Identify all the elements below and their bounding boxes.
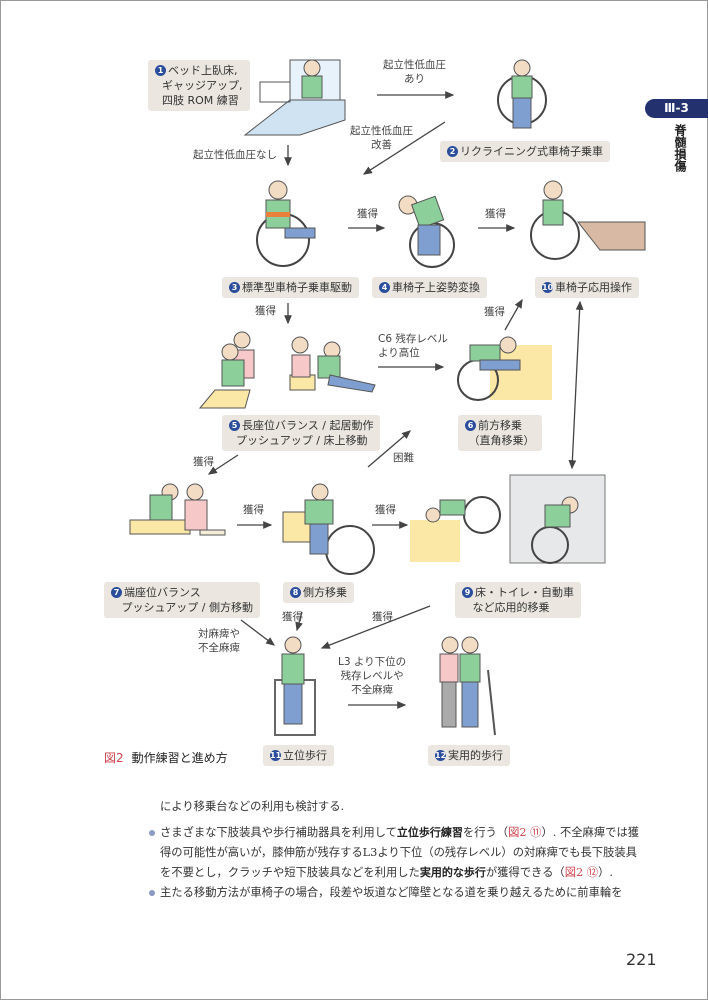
text: ）.	[598, 866, 613, 879]
step-text: 車椅子応用操作	[555, 281, 632, 294]
note-acquired: 獲得	[193, 456, 214, 468]
figure-ref[interactable]: 図2 ⑫	[564, 866, 599, 879]
step-text: 実用的歩行	[448, 749, 503, 762]
step-text: リクライニング式車椅子乗車	[460, 145, 603, 158]
note-paraplegia: 対麻痺や 不全麻痺	[198, 628, 240, 654]
text: を行う（	[462, 826, 509, 839]
note-hypotension-no: 起立性低血圧なし	[193, 149, 277, 161]
text: 主たる移動方法が車椅子の場合，段差や坂道など障壁となる道を乗り越えるために前車輪…	[160, 886, 623, 899]
note-acquired: 獲得	[375, 504, 396, 516]
text: さまざまな下肢装具や歩行補助器具を利用して	[160, 826, 397, 839]
bullet-paragraph: 主たる移動方法が車椅子の場合，段差や坂道など障壁となる道を乗り越えるために前車輪…	[148, 883, 648, 903]
step-number: 2	[447, 146, 458, 157]
bold-term: 立位歩行練習	[396, 826, 463, 839]
paragraph: により移乗台などの利用も検討する.	[148, 797, 648, 817]
note-acquired: 獲得	[243, 504, 264, 516]
step-number: 12	[435, 750, 447, 761]
page-number: 221	[626, 950, 657, 969]
step-text: ベッド上臥床, ギャッジアップ, 四肢 ROM 練習	[161, 64, 243, 107]
text: が獲得できる（	[485, 866, 565, 879]
step-text: 標準型車椅子乗車駆動	[242, 281, 352, 294]
arrow	[320, 605, 431, 649]
note-c6-level: C6 残存レベル より高位	[378, 333, 448, 359]
note-hypotension-yes: 起立性低血圧 あり	[383, 59, 446, 85]
text: ）. 不全麻痺では獲得の可能性が高いが，膝伸筋が残存するL3より下位（の残存レベ…	[160, 826, 640, 879]
figure-title: 動作練習と進め方	[131, 751, 228, 765]
note-acquired: 獲得	[282, 611, 303, 623]
arrow	[240, 619, 276, 646]
step-number: 1	[155, 65, 166, 76]
body-text: により移乗台などの利用も検討する. さまざまな下肢装具や歩行補助器具を利用して立…	[148, 797, 648, 903]
posture-change-illustration	[398, 195, 455, 268]
step-number: 8	[290, 587, 301, 598]
arrow	[362, 121, 446, 175]
section-tab: Ⅲ-3	[645, 99, 708, 118]
chapter-title: 脊髄損傷	[673, 124, 687, 172]
step-number: 11	[270, 750, 282, 761]
step-text: 長座位バランス / 起居動作 プッシュアップ / 床上移動	[235, 419, 374, 447]
step-number: 6	[465, 420, 476, 431]
bullet-paragraph: さまざまな下肢装具や歩行補助器具を利用して立位歩行練習を行う（図2 ⑪）. 不全…	[148, 823, 648, 883]
note-difficult: 困難	[393, 452, 414, 464]
forward-transfer-illustration	[457, 336, 552, 401]
applied-transfer-illustration	[410, 474, 606, 564]
note-acquired: 獲得	[484, 306, 505, 318]
note-acquired: 獲得	[372, 611, 393, 623]
edge-sitting-illustration	[129, 483, 226, 536]
figure-number: 図2	[104, 751, 124, 765]
reclining-wheelchair-illustration	[497, 59, 547, 129]
long-sitting-illustration	[198, 331, 376, 409]
step-number: 9	[462, 587, 473, 598]
bed-illustration	[243, 59, 346, 136]
step-text: 車椅子上姿勢変換	[392, 281, 480, 294]
bold-term: 実用的な歩行	[419, 866, 486, 879]
wheelchair-step-illustration	[530, 180, 646, 260]
note-l3-level: L3 より下位の 残存レベルや 不全麻痺	[338, 656, 407, 696]
illustrations	[129, 59, 646, 736]
practical-walk-illustration	[439, 636, 496, 736]
arrow	[207, 454, 239, 475]
step-number: 5	[229, 420, 240, 431]
flow-arrows	[207, 91, 584, 709]
note-acquired: 獲得	[357, 208, 378, 220]
note-hypotension-improved: 起立性低血圧 改善	[350, 125, 413, 151]
step-text: 端座位バランス プッシュアップ / 側方移動	[121, 586, 253, 614]
standard-wheelchair-illustration	[256, 180, 316, 267]
note-acquired: 獲得	[485, 208, 506, 220]
standing-walk-illustration	[274, 636, 316, 736]
side-transfer-illustration	[282, 483, 375, 575]
step-number: 4	[379, 282, 390, 293]
step-number: 3	[229, 282, 240, 293]
arrow	[568, 300, 584, 470]
figure-ref[interactable]: 図2 ⑪	[508, 826, 542, 839]
figure-caption: 図2 動作練習と進め方	[104, 749, 228, 766]
arrow	[504, 298, 523, 331]
arrow	[367, 430, 411, 468]
text: により移乗台などの利用も検討する.	[160, 800, 345, 813]
step-text: 側方移乗	[303, 586, 347, 599]
step-number: 10	[542, 282, 554, 293]
step-text: 立位歩行	[283, 749, 327, 762]
step-text: 前方移乗 （直角移乗）	[468, 419, 535, 447]
arrow	[295, 611, 303, 632]
step-number: 7	[111, 587, 122, 598]
note-acquired: 獲得	[255, 305, 276, 317]
step-text: 床・トイレ・自動車 など応用的移乗	[472, 586, 574, 614]
